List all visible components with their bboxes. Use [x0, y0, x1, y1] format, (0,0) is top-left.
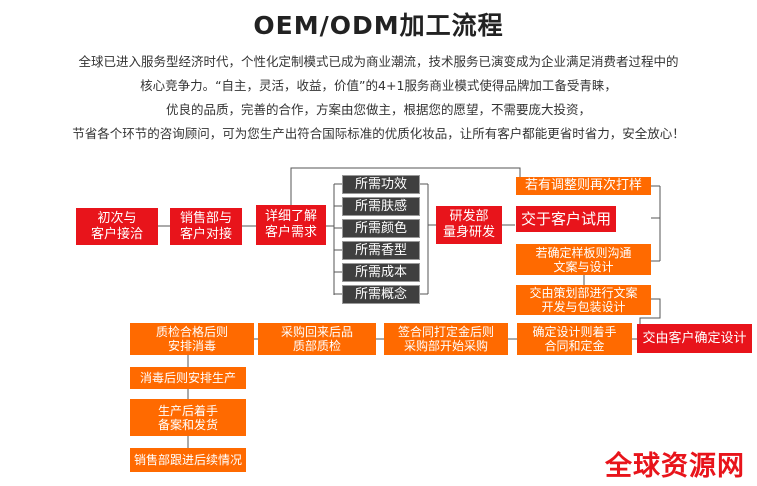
need-skin-feel: 所需肤感 — [342, 197, 420, 216]
step-ship: 生产后着手 备案和发货 — [130, 399, 246, 436]
intro-line: 全球已进入服务型经济时代，个性化定制模式已成为商业潮流，技术服务已演变成为企业满… — [78, 54, 679, 69]
step-first-contact: 初次与 客户接洽 — [76, 208, 158, 245]
watermark-logo: 全球资源网 — [605, 451, 745, 482]
step-understand-needs: 详细了解 客户需求 — [256, 205, 326, 245]
need-fragrance: 所需香型 — [342, 241, 420, 260]
step-follow-up: 销售部跟进后续情况 — [130, 448, 246, 472]
intro-line: 优良的品质，完善的合作，方案由您做主，根据您的愿望，不需要庞大投资， — [165, 102, 591, 117]
page-title: OEM/ODM加工流程 — [253, 11, 504, 40]
step-planning-dept: 交由策划部进行文案 开发与包装设计 — [516, 285, 651, 315]
intro-line: 核心竞争力。“自主，灵活，收益，价值”的4+1服务商业模式使得品牌加工备受青睐， — [140, 78, 617, 93]
intro-line: 节省各个环节的咨询顾问，可为您生产出符合国际标准的优质化妆品，让所有客户都能更省… — [72, 126, 685, 141]
need-color: 所需颜色 — [342, 219, 420, 238]
step-sales-contact: 销售部与 客户对接 — [170, 208, 242, 245]
step-customer-trial: 交于客户试用 — [516, 206, 616, 232]
step-sign-contract: 确定设计则着手 合同和定金 — [517, 323, 632, 355]
intro-paragraph: 全球已进入服务型经济时代，个性化定制模式已成为商业潮流，技术服务已演变成为企业满… — [40, 50, 717, 146]
step-qc-materials: 采购回来后品 质部质检 — [258, 323, 376, 355]
step-confirm-sample: 若确定样板则沟通 文案与设计 — [516, 244, 651, 275]
need-concept: 所需概念 — [342, 285, 420, 304]
step-qc-passed: 质检合格后则 安排消毒 — [130, 323, 254, 355]
need-cost: 所需成本 — [342, 263, 420, 282]
step-re-adjust: 若有调整则再次打样 — [516, 177, 651, 195]
step-arrange-production: 消毒后则安排生产 — [130, 367, 246, 389]
step-customer-confirm-design: 交由客户确定设计 — [637, 324, 752, 353]
step-rd-develop: 研发部 量身研发 — [436, 206, 502, 244]
step-purchase-start: 签合同打定金后则 采购部开始采购 — [384, 323, 508, 355]
need-efficacy: 所需功效 — [342, 175, 420, 194]
